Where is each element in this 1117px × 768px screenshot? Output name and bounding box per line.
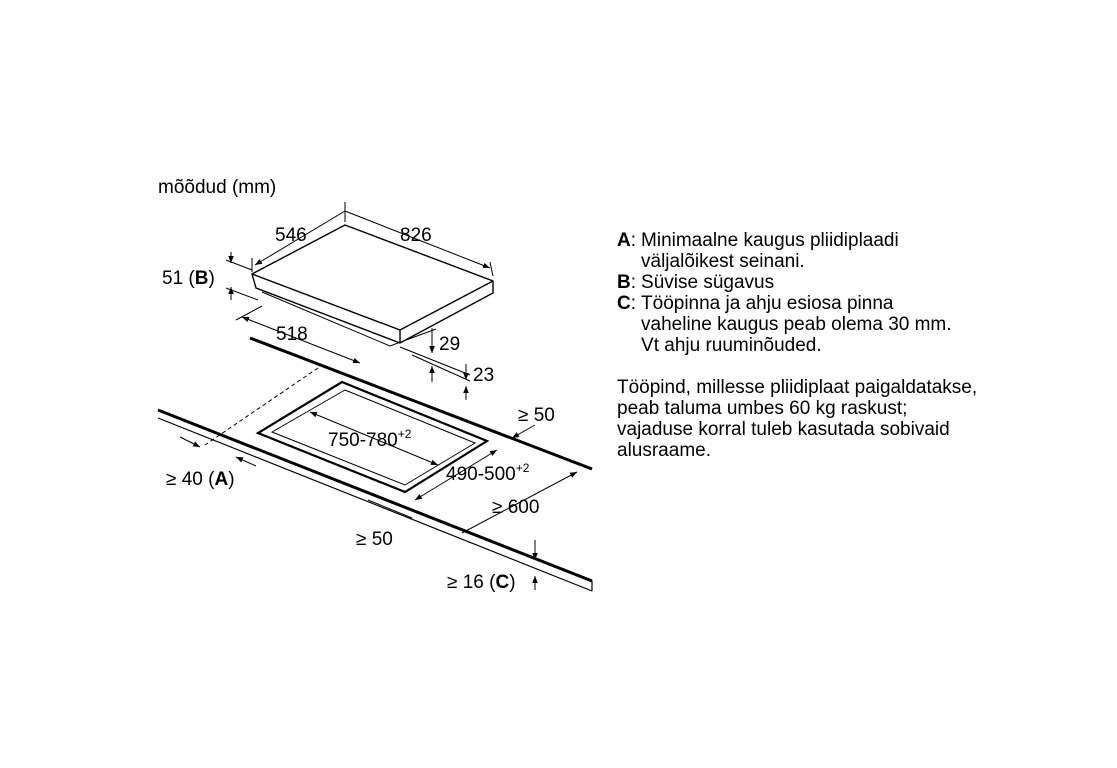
units-label: mõõdud (mm) [158,177,276,198]
legend-line: väljalõikest seinani. [641,251,805,272]
dim-hob-width: 826 [400,225,432,246]
dim-cutout-depth: 490-500+2 [446,461,530,485]
dim-cutout-width: 750-780+2 [328,427,412,451]
legend-key: A [617,230,631,251]
note-line: vajaduse korral tuleb kasutada sobivaid [617,419,950,440]
load-note: Tööpind, millesse pliidiplaat paigaldata… [617,377,1097,461]
legend-line: Süvise sügavus [641,272,775,293]
dim-back-gap: ≥ 50 [518,405,555,426]
dim-hob-height: 51 (B) [162,268,215,289]
dim-wall-gap: ≥ 40 (A) [166,469,235,490]
dim-hob-height-value: 51 [162,268,183,289]
note-line: peab taluma umbes 60 kg raskust; [617,398,908,419]
legend-key: C [617,293,631,314]
dim-counter-depth: ≥ 600 [492,497,539,518]
note-line: alusraame. [617,440,711,461]
legend-line: Minimaalne kaugus pliidiplaadi [641,230,899,251]
dim-wall-gap-value: ≥ 40 [166,469,203,490]
dim-23: 23 [473,365,494,386]
legend-item-c: C: Tööpinna ja ahju esiosa pinna vahelin… [617,293,1097,356]
legend-line: Vt ahju ruuminõuded. [641,335,822,356]
legend-item-a: A: Minimaalne kaugus pliidiplaadi väljal… [617,230,1097,272]
dim-wall-gap-letter: A [214,469,228,490]
dim-front-gap: ≥ 50 [356,529,393,550]
dim-cutout-width-tol: +2 [398,427,412,441]
dim-cut-depth-inner: 518 [276,324,308,345]
legend-line: vaheline kaugus peab olema 30 mm. [641,314,952,335]
legend: A: Minimaalne kaugus pliidiplaadi väljal… [617,230,1097,461]
dimension-lines [179,202,578,590]
dim-oven-gap-letter: C [495,572,509,593]
hob [251,224,494,347]
wall-projection-dashed [204,367,319,446]
dim-hob-depth: 546 [275,225,307,246]
legend-key: B [617,272,631,293]
legend-item-b: B: Süvise sügavus [617,272,1097,293]
dim-29: 29 [439,334,460,355]
dim-oven-gap-value: ≥ 16 [447,572,484,593]
dim-cutout-depth-value: 490-500 [446,464,516,485]
dim-cutout-depth-tol: +2 [516,461,530,475]
legend-line: Tööpinna ja ahju esiosa pinna [641,293,894,314]
dim-cutout-width-value: 750-780 [328,430,398,451]
dim-hob-height-letter: B [195,268,209,289]
note-line: Tööpind, millesse pliidiplaat paigaldata… [617,377,978,398]
dim-oven-gap: ≥ 16 (C) [447,572,516,593]
